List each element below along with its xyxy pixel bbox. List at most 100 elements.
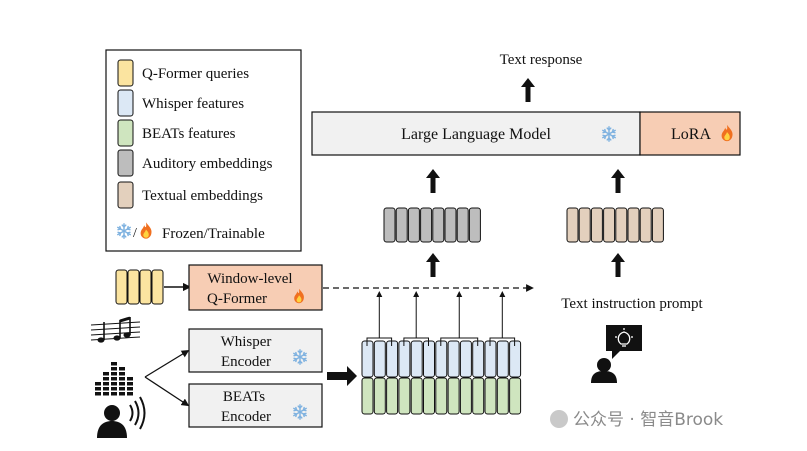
beats-feature-token xyxy=(509,377,522,415)
watermark: 公众号 · 智音Brook xyxy=(550,410,723,430)
beats-encoder-line2: Encoder xyxy=(221,409,271,425)
frozen-trainable-label: Frozen/Trainable xyxy=(162,226,265,242)
whisper-feature-token xyxy=(410,340,423,378)
beats-feature-token xyxy=(410,377,423,415)
equalizer-bar xyxy=(127,387,133,391)
watermark-text: 公众号 · 智音Brook xyxy=(573,410,723,430)
audio-to-whisper-arrow xyxy=(144,349,190,378)
legend-item: BEATs features xyxy=(117,119,236,147)
equalizer-bar xyxy=(111,362,117,366)
auditory-embeddings xyxy=(383,207,481,243)
window-brackets xyxy=(366,291,516,346)
legend-item: Auditory embeddings xyxy=(117,149,273,177)
auditory-token xyxy=(432,207,445,243)
legend-swatch xyxy=(117,89,134,117)
query-token xyxy=(139,269,152,305)
window-level-qformer: Window-level Q-Former xyxy=(188,264,323,311)
legend-swatch xyxy=(117,59,134,87)
legend-swatch xyxy=(117,149,134,177)
feature-stack xyxy=(361,340,522,415)
whisper-feature-token xyxy=(386,340,399,378)
auditory-token xyxy=(468,207,481,243)
whisper-encoder-line2: Encoder xyxy=(221,354,271,370)
auditory-token xyxy=(395,207,408,243)
whisper-feature-token xyxy=(435,340,448,378)
encoders-to-features-arrow xyxy=(327,366,357,386)
equalizer-bar xyxy=(119,387,125,391)
equalizer-icon xyxy=(95,362,133,396)
textual-token xyxy=(651,207,664,243)
legend-item-label: Textual embeddings xyxy=(142,188,263,204)
equalizer-bar xyxy=(111,382,117,386)
textual-token xyxy=(627,207,640,243)
textual-token xyxy=(566,207,579,243)
legend-item-label: Whisper features xyxy=(142,96,244,112)
llm-block: Large Language Model LoRA xyxy=(311,111,741,156)
window-bracket xyxy=(366,291,393,346)
query-token xyxy=(151,269,164,305)
legend-swatch xyxy=(117,119,134,147)
llm-box xyxy=(311,111,641,156)
whisper-encoder-line1: Whisper xyxy=(221,334,272,350)
whisper-feature-token xyxy=(509,340,522,378)
whisper-feature-token xyxy=(423,340,435,378)
up-arrow-icon xyxy=(611,169,625,193)
whisper-feature-token xyxy=(484,340,497,378)
equalizer-bar xyxy=(103,372,109,376)
auditory-token xyxy=(420,207,433,243)
legend-swatch xyxy=(117,181,134,209)
beats-feature-token xyxy=(386,377,399,415)
whisper-encoder: Whisper Encoder xyxy=(188,328,323,373)
window-bracket xyxy=(440,291,479,346)
legend-item-label: Auditory embeddings xyxy=(142,156,273,172)
equalizer-bar xyxy=(119,392,125,396)
equalizer-bar xyxy=(111,377,117,381)
equalizer-bar xyxy=(111,392,117,396)
beats-feature-token xyxy=(496,377,509,415)
beats-feature-token xyxy=(361,377,374,415)
up-arrow-icon xyxy=(426,253,440,277)
whisper-feature-token xyxy=(447,340,460,378)
equalizer-bar xyxy=(103,387,109,391)
qformer-label-line1: Window-level xyxy=(207,271,292,287)
up-arrow-icon xyxy=(426,169,440,193)
equalizer-bar xyxy=(119,382,125,386)
equalizer-bar xyxy=(119,372,125,376)
textual-token xyxy=(590,207,603,243)
beats-feature-token xyxy=(373,377,386,415)
query-token xyxy=(127,269,140,305)
equalizer-bar xyxy=(119,377,125,381)
equalizer-bar xyxy=(95,387,101,391)
legend-item: Whisper features xyxy=(117,89,244,117)
equalizer-bar xyxy=(95,382,101,386)
lora-label: LoRA xyxy=(671,126,711,143)
textual-token xyxy=(578,207,591,243)
equalizer-bar xyxy=(111,387,117,391)
legend-item: Textual embeddings xyxy=(117,181,263,209)
equalizer-bar xyxy=(127,382,133,386)
whisper-feature-token xyxy=(398,340,411,378)
window-bracket xyxy=(489,291,516,346)
audio-to-beats-arrow xyxy=(144,376,190,407)
beats-feature-token xyxy=(472,377,485,415)
auditory-token xyxy=(456,207,469,243)
llm-label: Large Language Model xyxy=(401,126,551,143)
beats-feature-token xyxy=(484,377,497,415)
textual-token xyxy=(603,207,616,243)
user-idea-icon xyxy=(591,325,642,383)
window-bracket xyxy=(403,291,429,346)
textual-embeddings xyxy=(566,207,664,243)
equalizer-bar xyxy=(119,367,125,371)
equalizer-bar xyxy=(103,382,109,386)
text-instruction-label: Text instruction prompt xyxy=(561,296,703,312)
beats-feature-token xyxy=(435,377,448,415)
beats-feature-token xyxy=(423,377,435,415)
textual-token xyxy=(639,207,652,243)
auditory-token xyxy=(407,207,420,243)
beats-encoder-line1: BEATs xyxy=(223,389,265,405)
equalizer-bar xyxy=(127,377,133,381)
equalizer-bar xyxy=(103,377,109,381)
whisper-feature-token xyxy=(459,340,472,378)
whisper-feature-token xyxy=(472,340,485,378)
